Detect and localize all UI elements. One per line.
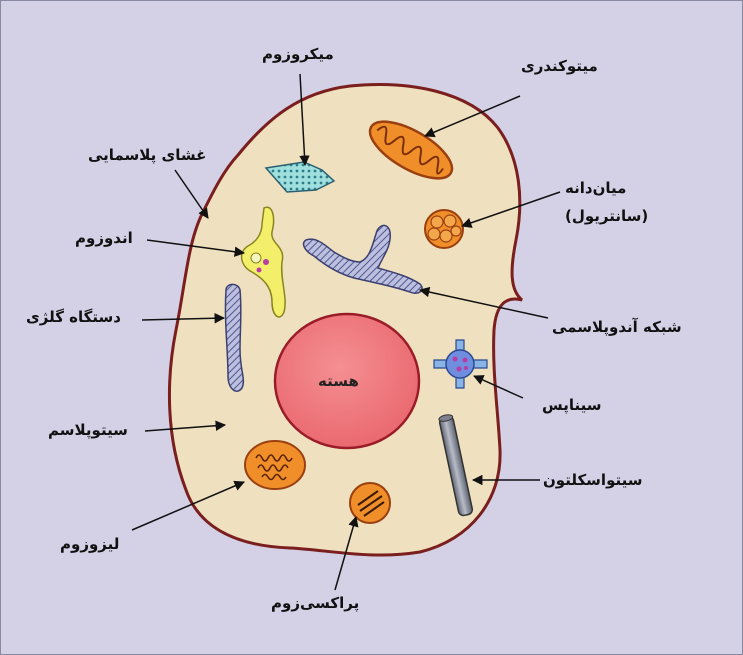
nucleus-shape xyxy=(273,312,421,450)
arrow-synapse xyxy=(473,375,524,399)
endosome-dot xyxy=(263,259,269,265)
arrow-microsome xyxy=(299,73,310,167)
arrow-lysosome xyxy=(131,480,245,531)
leader-lines xyxy=(131,73,561,591)
label-endosome: اندوزوم xyxy=(75,229,133,247)
lysosome-shape xyxy=(244,440,306,490)
arrow-mitochondria xyxy=(424,95,521,138)
label-peroxisome: پراکسی‌زوم xyxy=(271,594,360,612)
synapse-shape xyxy=(433,339,488,389)
centriole-shape xyxy=(424,209,464,249)
arrow-peroxisome xyxy=(334,515,359,591)
arrow-centriole xyxy=(461,191,561,228)
peroxisome-shape xyxy=(349,482,391,524)
endosome-vesicle xyxy=(250,252,262,264)
label-cytoskeleton: سیتواسکلتون xyxy=(543,471,643,489)
arrow-golgi xyxy=(141,312,226,324)
arrow-plasma-membrane xyxy=(174,169,209,219)
label-mitochondria: میتوکندری xyxy=(521,57,598,75)
label-synapse: سیناپس xyxy=(542,396,602,414)
label-centriole-line2: (سانتریول) xyxy=(565,207,649,225)
label-cytoplasm: سیتوپلاسم xyxy=(48,421,128,439)
label-endoplasmic-reticulum: شبکه آندوپلاسمی xyxy=(552,318,682,336)
label-centriole-line1: میان‌دانه xyxy=(565,179,627,197)
arrow-cytoplasm xyxy=(144,420,227,432)
endoplasmic-reticulum-shape xyxy=(302,224,423,295)
mitochondria-shape xyxy=(368,120,454,180)
label-nucleus: هسته xyxy=(318,372,359,390)
cytoskeleton-shape xyxy=(438,414,474,517)
label-microsome: میکروزوم xyxy=(262,45,334,63)
label-golgi: دستگاه گلژی xyxy=(26,308,121,326)
label-lysosome: لیزوزوم xyxy=(60,535,120,553)
golgi-shape xyxy=(224,283,245,392)
arrow-endoplasmic-reticulum xyxy=(418,286,549,319)
label-plasma-membrane: غشای پلاسمایی xyxy=(88,146,207,164)
endosome-dot xyxy=(256,267,262,273)
arrow-endosome xyxy=(146,239,246,257)
